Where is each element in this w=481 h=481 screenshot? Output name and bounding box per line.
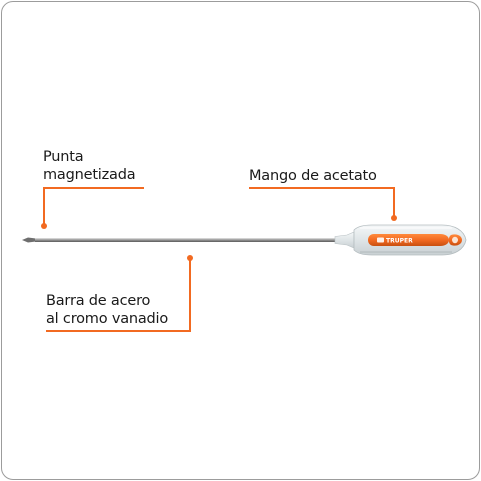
callout-handle-dot bbox=[391, 215, 397, 221]
callout-tip-label: Punta magnetizada bbox=[43, 148, 136, 184]
callout-bar-line2: al cromo vanadio bbox=[46, 311, 169, 327]
callout-handle-leader bbox=[393, 187, 395, 217]
screwdriver-bolster bbox=[334, 231, 355, 249]
callout-tip-leader bbox=[43, 187, 45, 226]
screwdriver-tip bbox=[22, 237, 36, 243]
callout-bar-dot bbox=[187, 255, 193, 261]
callout-handle-label: Mango de acetato bbox=[249, 167, 377, 185]
callout-bar-leader bbox=[189, 258, 191, 332]
screwdriver-handle-core bbox=[368, 234, 449, 246]
callout-bar-label: Barra de acero al cromo vanadio bbox=[46, 292, 168, 328]
callout-handle-underline bbox=[249, 187, 395, 189]
brand-logo-mark bbox=[377, 237, 384, 243]
callout-handle-line1: Mango de acetato bbox=[249, 168, 377, 184]
screwdriver-shaft bbox=[35, 238, 335, 242]
callout-bar-underline bbox=[46, 330, 191, 332]
callout-tip-line1: Punta bbox=[43, 149, 84, 165]
callout-tip-dot bbox=[41, 223, 47, 229]
callout-tip-line2: magnetizada bbox=[43, 167, 136, 183]
callout-tip-underline bbox=[43, 187, 144, 189]
callout-bar-line1: Barra de acero bbox=[46, 293, 151, 309]
brand-logo-text: TRUPER bbox=[386, 238, 413, 245]
